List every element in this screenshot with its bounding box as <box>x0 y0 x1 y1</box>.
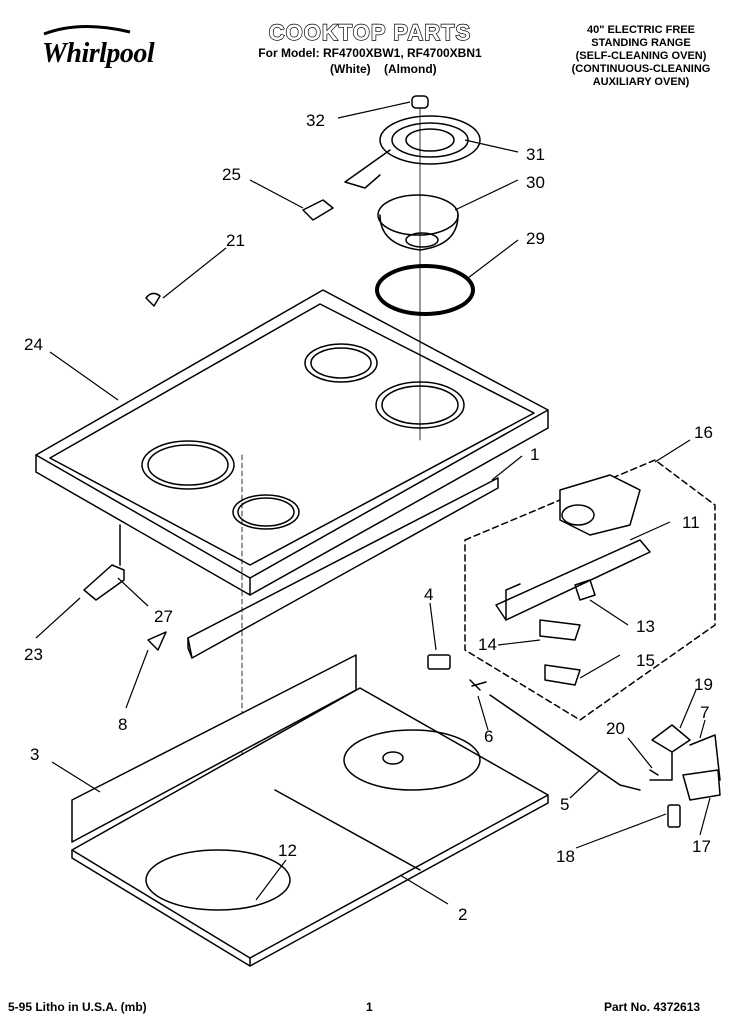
callout-number: 14 <box>478 635 497 654</box>
callout-number: 5 <box>560 795 569 814</box>
callout-number: 23 <box>24 645 43 664</box>
callout-number: 12 <box>278 841 297 860</box>
litho-note: 5-95 Litho in U.S.A. (mb) <box>8 1000 147 1014</box>
callout-number: 4 <box>424 585 433 604</box>
callout-number: 2 <box>458 905 467 924</box>
callout-labels: 32 31 25 30 21 29 24 16 1 11 27 23 4 13 … <box>24 111 713 924</box>
burner-assembly <box>344 95 481 441</box>
page-number: 1 <box>366 1000 373 1014</box>
callout-number: 30 <box>526 173 545 192</box>
callout-number: 19 <box>694 675 713 694</box>
product-description: 40" ELECTRIC FREE STANDING RANGE (SELF-C… <box>556 24 726 89</box>
side-brackets <box>649 724 721 828</box>
color-line: (White) (Almond) <box>330 62 437 76</box>
callout-number: 31 <box>526 145 545 164</box>
hinge-brackets <box>83 524 167 651</box>
part-number: Part No. 4372613 <box>604 1000 701 1014</box>
description-line: AUXILIARY OVEN) <box>592 76 690 88</box>
brand-name: Whirlpool <box>42 38 155 69</box>
callout-number: 11 <box>682 513 700 532</box>
description-line: STANDING RANGE <box>591 37 691 49</box>
callout-number: 13 <box>636 617 655 636</box>
callout-number: 17 <box>692 837 711 856</box>
logo-swoosh-icon <box>43 25 131 36</box>
callout-number: 20 <box>606 719 625 738</box>
whirlpool-logo: Whirlpool <box>40 22 168 74</box>
timer-switch-assembly <box>464 459 716 721</box>
callout-number: 29 <box>526 229 545 248</box>
description-line: (CONTINUOUS-CLEANING <box>571 63 711 75</box>
callout-number: 25 <box>222 165 241 184</box>
burner-box-part <box>71 654 549 967</box>
clip-part <box>145 292 161 307</box>
callout-number: 15 <box>636 651 655 670</box>
callout-number: 7 <box>700 703 709 722</box>
callout-number: 24 <box>24 335 43 354</box>
connector-and-rod <box>427 654 641 791</box>
callout-number: 27 <box>154 607 173 626</box>
cooktop-part <box>35 289 549 596</box>
terminal-block-part <box>302 199 334 221</box>
callout-number: 32 <box>306 111 325 130</box>
callout-number: 6 <box>484 727 493 746</box>
callout-number: 16 <box>694 423 713 442</box>
callout-number: 18 <box>556 847 575 866</box>
callout-number: 3 <box>30 745 39 764</box>
model-line: For Model: RF4700XBW1, RF4700XBN1 <box>258 46 482 60</box>
callout-number: 1 <box>530 445 539 464</box>
description-line: (SELF-CLEANING OVEN) <box>575 50 707 62</box>
description-line: 40" ELECTRIC FREE <box>587 24 695 36</box>
callout-number: 21 <box>226 231 245 250</box>
leader-lines <box>35 101 711 905</box>
callout-number: 8 <box>118 715 127 734</box>
page-title: COOKTOP PARTS <box>268 19 472 45</box>
